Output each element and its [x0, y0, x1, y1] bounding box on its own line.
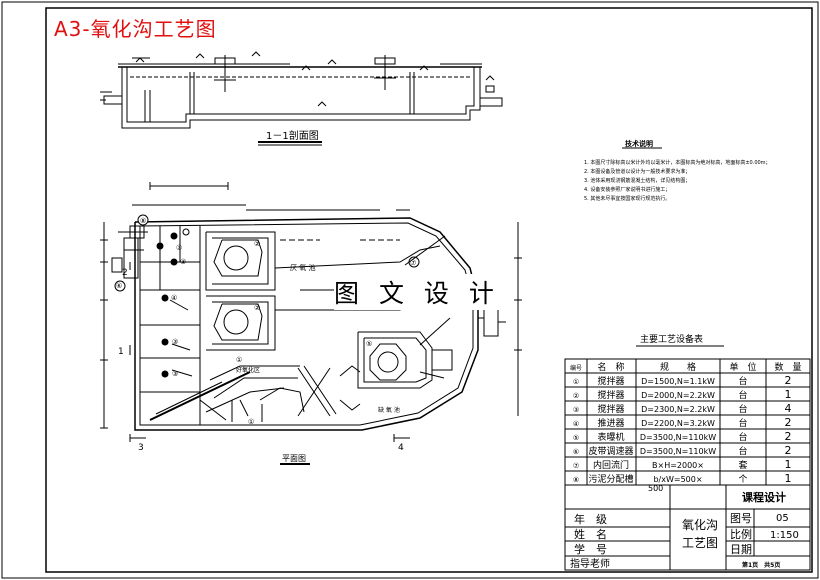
table-cell: 2 [785, 444, 792, 457]
table-cell: 2 [785, 430, 792, 443]
svg-text:③: ③ [172, 370, 178, 378]
table-cell: ⑦ [573, 462, 579, 470]
table-cell: 4 [785, 402, 792, 415]
table-cell: D=2300,N=2.2kW [641, 405, 715, 414]
table-header-cell: 编号 [570, 364, 582, 372]
table-cell: D=1500,N=1.1kW [641, 377, 715, 386]
table-cell: 台 [738, 431, 747, 443]
note-line: 5. 其他未尽事宜按国家现行规范执行。 [584, 195, 670, 202]
watermark: 图 文 设 计 [334, 274, 500, 310]
svg-text:①: ① [248, 418, 254, 426]
note-line: 1. 本图尺寸除标高以米计外均以毫米计，本图标高为绝对标高，地面标高±0.00m… [584, 159, 771, 166]
table-cell: 搅拌器 [597, 375, 624, 387]
plan-view [100, 182, 522, 465]
title-block [564, 484, 811, 571]
svg-text:③: ③ [176, 244, 182, 252]
table-cell: 表曝机 [597, 431, 624, 443]
table-cell: 套 [738, 459, 747, 471]
table-cell: 个 [738, 474, 747, 485]
drawing-title: A3-氧化沟工艺图 [54, 17, 217, 41]
section-view [100, 51, 503, 146]
scale-label: 比例 [730, 527, 752, 541]
plan-label: 平面图 [282, 454, 306, 463]
inner-frame [45, 7, 813, 573]
section-mark-4: 4 [398, 443, 404, 453]
svg-text:③: ③ [172, 338, 178, 346]
label-advisor: 指导老师 [570, 557, 610, 570]
svg-text:⑧: ⑧ [140, 217, 146, 225]
zone-label-aerobic: 好氧化区 [236, 366, 260, 374]
table-cell: ⑧ [573, 476, 579, 484]
date-label: 日期 [730, 543, 752, 556]
section-label: 1－1剖面图 [266, 129, 319, 142]
table-cell: ③ [573, 406, 579, 414]
table-cell: 2 [785, 416, 792, 429]
sheet-info: 第1页 共5页 [741, 561, 780, 569]
table-header-cell: 名 称 [597, 361, 624, 373]
scale-value: 1:150 [770, 530, 799, 541]
table-cell: 台 [738, 389, 747, 401]
table-cell: 台 [738, 445, 747, 457]
label-grade: 年 级 [574, 512, 607, 526]
section-mark-2: 2 [122, 268, 128, 278]
zone-label-anoxic: 缺 氧 池 [378, 406, 400, 414]
label-name: 姓 名 [574, 527, 607, 541]
table-cell: D=3500,N=110kW [640, 447, 716, 456]
table-cell: D=2000,N=2.2kW [641, 391, 715, 400]
section-mark-1: 1 [118, 347, 124, 357]
drawing-name-line1: 氧化沟 [682, 518, 718, 532]
table-cell: B×H=2000× [652, 461, 704, 470]
svg-text:⑥: ⑥ [116, 282, 122, 290]
table-cell: 台 [738, 403, 747, 415]
table-cell: 搅拌器 [597, 389, 624, 401]
section-mark-3: 3 [138, 443, 144, 453]
table-cell: b/xW=500× [653, 475, 702, 484]
table-cell: D=3500,N=110kW [640, 433, 716, 442]
drawing-no: 05 [776, 513, 789, 524]
table-cell: 台 [738, 375, 747, 387]
equipment-table-text: 编号 名 称 规 格 单 位 数 量 ① 搅拌器 D=1500,N=1.1kW 台 2 ② 搅拌器 D=… [570, 361, 802, 493]
table-cell: 1 [785, 388, 792, 401]
table-cell: 1 [785, 458, 792, 471]
table-cell: ② [573, 392, 579, 400]
label-student-id: 学 号 [574, 542, 607, 556]
svg-text:⑦: ⑦ [410, 259, 416, 267]
table-cell: ④ [573, 420, 579, 428]
svg-text:①: ① [236, 356, 242, 364]
svg-text:④: ④ [171, 294, 177, 302]
equipment-table [564, 358, 811, 486]
table-cell: 推进器 [597, 417, 624, 429]
svg-text:②: ② [254, 240, 260, 248]
table-overflow-note: 500 [648, 484, 663, 493]
note-line: 2. 本图设备及管道以设计为一般技术要求为准； [584, 168, 690, 175]
notes-list: 1. 本图尺寸除标高以米计外均以毫米计，本图标高为绝对标高，地面标高±0.00m… [584, 159, 771, 202]
table-cell: ① [573, 378, 579, 386]
svg-text:③: ③ [180, 258, 186, 266]
note-line: 4. 设备安装参照厂家说明书进行施工； [584, 186, 670, 193]
course-title: 课程设计 [742, 490, 786, 504]
drawing-no-label: 图号 [730, 512, 752, 525]
table-cell: 内回流门 [593, 459, 629, 471]
table-cell: 1 [785, 472, 792, 485]
table-header-cell: 单 位 [729, 361, 756, 373]
table-cell: 2 [785, 374, 792, 387]
table-header-cell: 数 量 [774, 361, 801, 373]
equipment-table-title: 主要工艺设备表 [640, 333, 703, 345]
drawing-name-line2: 工艺图 [682, 536, 718, 550]
table-cell: 皮带调速器 [588, 445, 633, 457]
plan-callouts: ⑧ ③ ③ ④ ③ ③ ② ② ⑤ ⑥ ⑦ ① ① [114, 214, 420, 426]
table-cell: 污泥分配槽 [588, 473, 633, 485]
zone-label-anaerobic: 厌 氧 池 [290, 263, 315, 272]
table-cell: 台 [738, 417, 747, 429]
svg-text:⑤: ⑤ [366, 340, 372, 348]
table-cell: ⑤ [573, 434, 579, 442]
note-line: 3. 池体采用现浇钢筋混凝土结构，详见结构图； [584, 177, 690, 184]
table-cell: ⑥ [573, 448, 579, 456]
table-header-cell: 规 格 [660, 361, 696, 373]
table-cell: D=2200,N=3.2kW [641, 419, 715, 428]
notes-heading: 技术说明 [625, 139, 653, 148]
svg-text:②: ② [254, 304, 260, 312]
table-cell: 搅拌器 [597, 403, 624, 415]
